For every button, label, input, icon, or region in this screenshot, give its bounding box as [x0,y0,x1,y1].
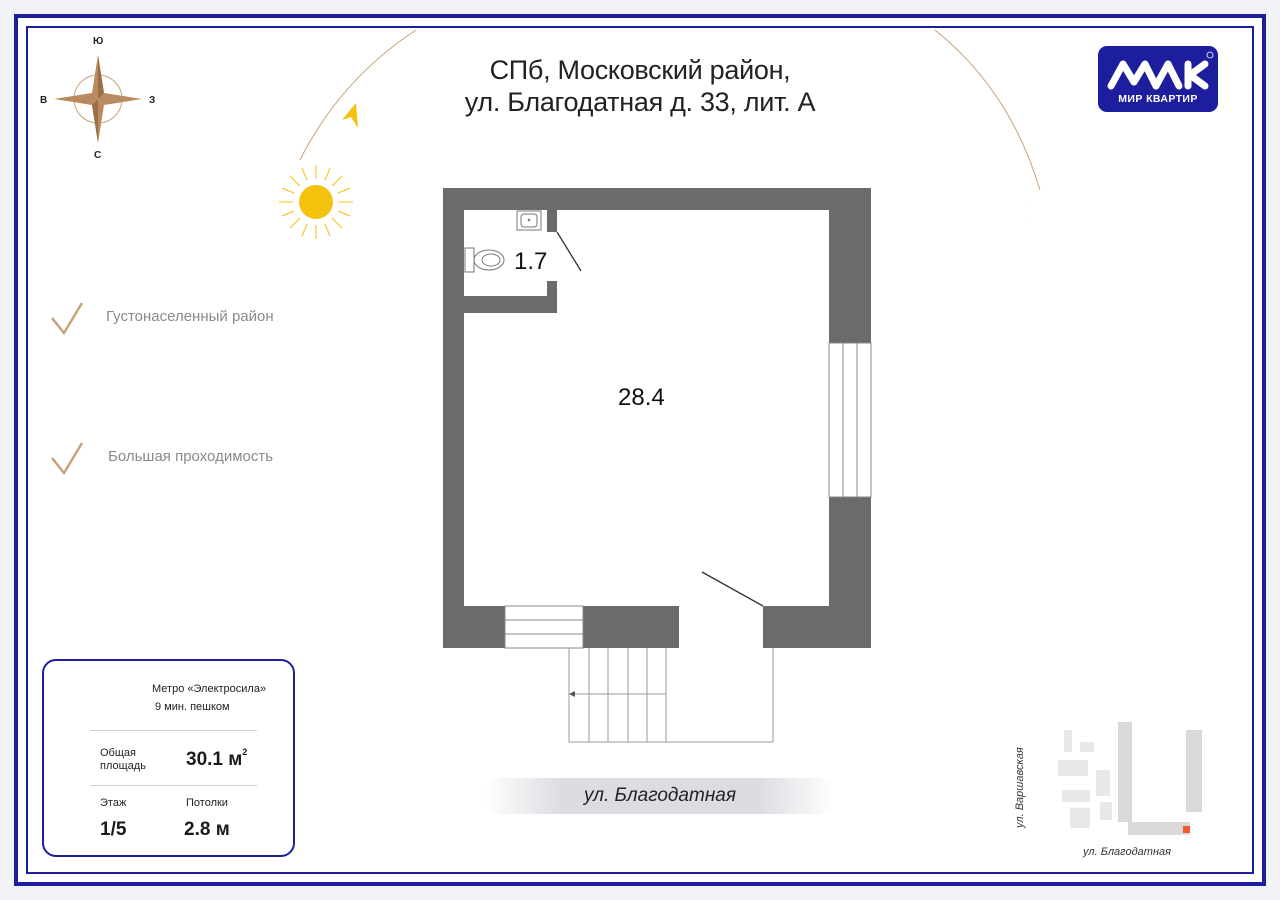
room-area-bathroom: 1.7 [514,248,548,275]
mir-kvartir-logo-icon [1107,51,1214,90]
address-title: СПб, Московский район, ул. Благодатная д… [390,54,890,118]
sun-icon [279,165,353,239]
moon-icon [1024,186,1054,239]
metro-walk-time: 9 мин. пешком [155,701,230,713]
map-location-marker-icon [1183,826,1190,833]
map-building [1186,730,1202,812]
entry-door [701,571,764,607]
wall-bottom-left [443,606,505,648]
room-area-main: 28.4 [618,384,665,411]
compass-label-left: В [40,95,48,106]
address-line-1: СПб, Московский район, [489,55,791,85]
wall-bottom-right [763,606,871,648]
bathroom-door [556,231,582,272]
map-street-vertical: ул. Варшавская [1014,747,1026,828]
feature-text: Густонаселенный район [106,308,274,325]
wall-left [443,188,464,648]
entrance-stairs [568,648,774,743]
compass-label-bottom: С [94,150,102,161]
wall-top [443,188,871,210]
sink-icon [516,210,542,231]
compass-label-right: З [149,95,156,106]
info-card: Метро «Электросила» 9 мин. пешком Общая … [42,659,295,857]
floor-plan [443,188,872,743]
floor-value: 1/5 [100,819,127,840]
ceiling-label: Потолки [186,797,228,809]
brand-logo[interactable]: МИР КВАРТИР [1098,46,1218,112]
brand-name: МИР КВАРТИР [1118,93,1198,105]
toilet-icon [464,247,505,273]
compass-rose-icon [54,55,142,143]
check-icon [51,442,84,476]
bathroom-wall-upper [547,210,557,232]
divider [90,730,257,731]
stairs-arrow-icon [569,691,575,697]
total-area-value: 30.1 м2 [186,747,248,770]
inner-frame [26,26,1254,874]
ceiling-value: 2.8 м [184,819,230,840]
street-label: ул. Благодатная [486,778,834,814]
bathroom-wall-bottom [464,296,557,313]
map-building [1118,722,1132,822]
divider [90,785,257,786]
location-map [1058,722,1202,835]
total-area-label: Общая площадь [100,747,146,772]
bathroom-wall-lower [547,281,557,313]
wall-right-upper [829,188,871,343]
feature-text: Большая проходимость [108,448,274,465]
wall-bottom-mid [583,606,679,648]
compass-label-top: Ю [93,36,104,47]
check-icon [51,302,84,336]
map-buildings-faded [1058,730,1112,828]
metro-station: Метро «Электросила» [152,683,267,695]
sun-arc [299,29,417,161]
moon-arc [934,29,1041,191]
sun-arrow-icon [342,103,358,128]
floor-label: Этаж [100,797,127,809]
address-line-2: ул. Благодатная д. 33, лит. А [464,87,816,117]
map-building-target [1128,822,1190,835]
window-right [828,342,872,498]
window-bottom [504,605,584,649]
map-street-horizontal: ул. Благодатная [1083,846,1171,858]
